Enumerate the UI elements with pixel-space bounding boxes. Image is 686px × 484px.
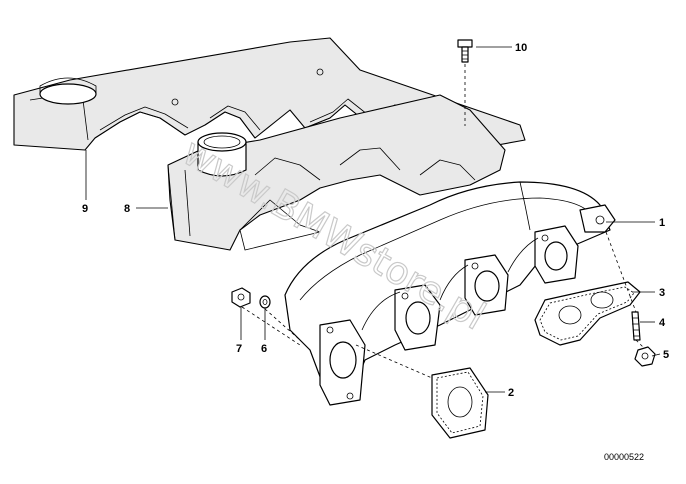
callout-leaders xyxy=(85,46,661,393)
callout-4: 4 xyxy=(659,317,666,329)
manifold-flange-1 xyxy=(319,319,366,406)
heat-shield-rear xyxy=(13,37,526,151)
callout-3: 3 xyxy=(659,287,665,299)
callout-8: 8 xyxy=(124,203,130,215)
manifold-flange-4 xyxy=(534,225,579,284)
manifold-flange-3 xyxy=(464,254,509,316)
heat-shield-front xyxy=(167,94,506,251)
callout-5: 5 xyxy=(663,349,669,361)
assembly-guides xyxy=(241,64,645,379)
manifold-flange-2 xyxy=(394,284,441,351)
callout-1: 1 xyxy=(659,217,665,229)
callout-10: 10 xyxy=(515,42,527,54)
diagram-part-number: 00000522 xyxy=(604,452,644,462)
gasket-double xyxy=(534,281,641,346)
washer xyxy=(259,295,271,309)
callout-7: 7 xyxy=(236,343,242,355)
callout-6: 6 xyxy=(261,343,267,355)
hex-nut-right xyxy=(634,346,656,367)
stud xyxy=(631,311,641,341)
callout-2: 2 xyxy=(508,387,514,399)
bolt xyxy=(457,39,473,63)
hex-nut-left xyxy=(231,287,251,308)
callout-9: 9 xyxy=(82,203,88,215)
exhaust-manifold xyxy=(284,181,616,406)
gasket-single xyxy=(431,367,489,439)
